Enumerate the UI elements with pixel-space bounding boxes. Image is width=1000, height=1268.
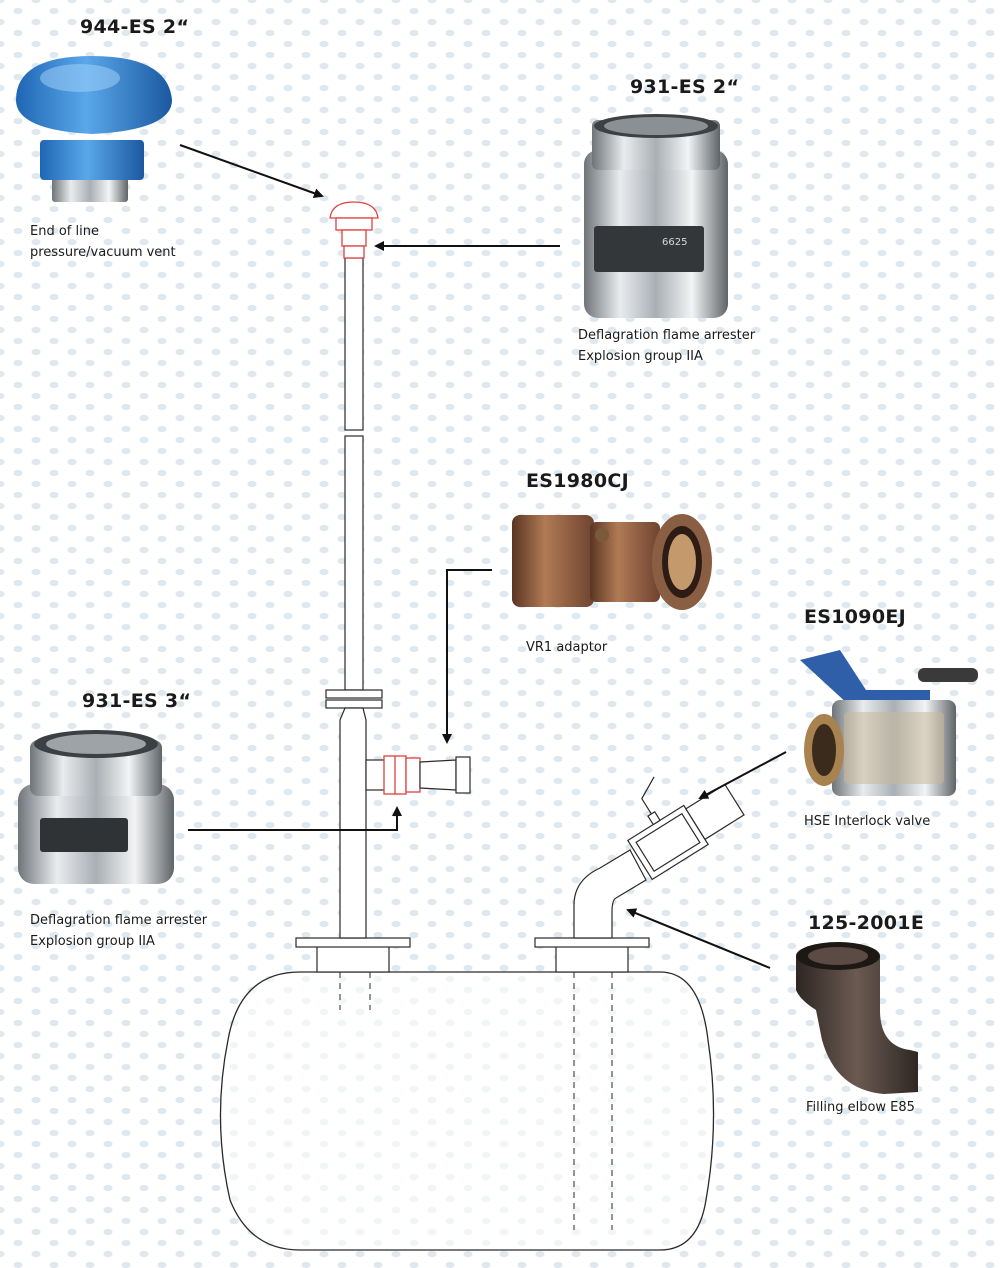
arrester-top-caption-line1: Deflagration flame arrester: [578, 328, 756, 343]
vent-caption-line1: End of line: [30, 224, 99, 239]
vr1-adaptor-caption: VR1 adaptor: [526, 640, 608, 655]
flame-arrester-2in-image: 6625: [584, 114, 728, 318]
side-adaptor: [419, 756, 471, 794]
fill-nozzle: [534, 937, 650, 973]
arrester-bottom-code-label: 931-ES 3“: [82, 690, 192, 712]
filling-elbow-image: [796, 942, 918, 1094]
interlock-valve-code-label: ES1090EJ: [804, 606, 906, 628]
flame-arrester-3in-image: [18, 730, 174, 884]
vent-code-label: 944-ES 2“: [80, 16, 190, 38]
internal-pipes: [339, 972, 613, 1230]
interlock-valve-image: [800, 650, 978, 796]
interlock-valve-caption: HSE Interlock valve: [804, 814, 931, 829]
pointer-arrows: [179, 144, 787, 969]
vent-head-highlight: [329, 201, 379, 259]
fill-pipe: [573, 849, 647, 939]
side-arrester-highlight: [383, 755, 421, 795]
vent-caption-line2: pressure/vacuum vent: [30, 245, 176, 260]
arrester-top-caption-line2: Explosion group IIA: [578, 349, 703, 364]
vr1-adaptor-image: [512, 514, 712, 610]
arrester-top-code-label: 931-ES 2“: [630, 76, 740, 98]
pressure-vacuum-vent-image: [16, 56, 172, 202]
vent-pipe: [325, 257, 383, 939]
filling-elbow-caption: Filling elbow E85: [806, 1100, 915, 1115]
fill-valve: [626, 776, 745, 881]
storage-tank: [219, 971, 715, 1251]
arrester-bottom-caption-line2: Explosion group IIA: [30, 934, 155, 949]
vr1-adaptor-code-label: ES1980CJ: [526, 470, 629, 492]
filling-elbow-code-label: 125-2001E: [808, 912, 925, 934]
arrester-bottom-caption-line1: Deflagration flame arrester: [30, 913, 208, 928]
arrester-plate-text: 6625: [662, 237, 687, 248]
